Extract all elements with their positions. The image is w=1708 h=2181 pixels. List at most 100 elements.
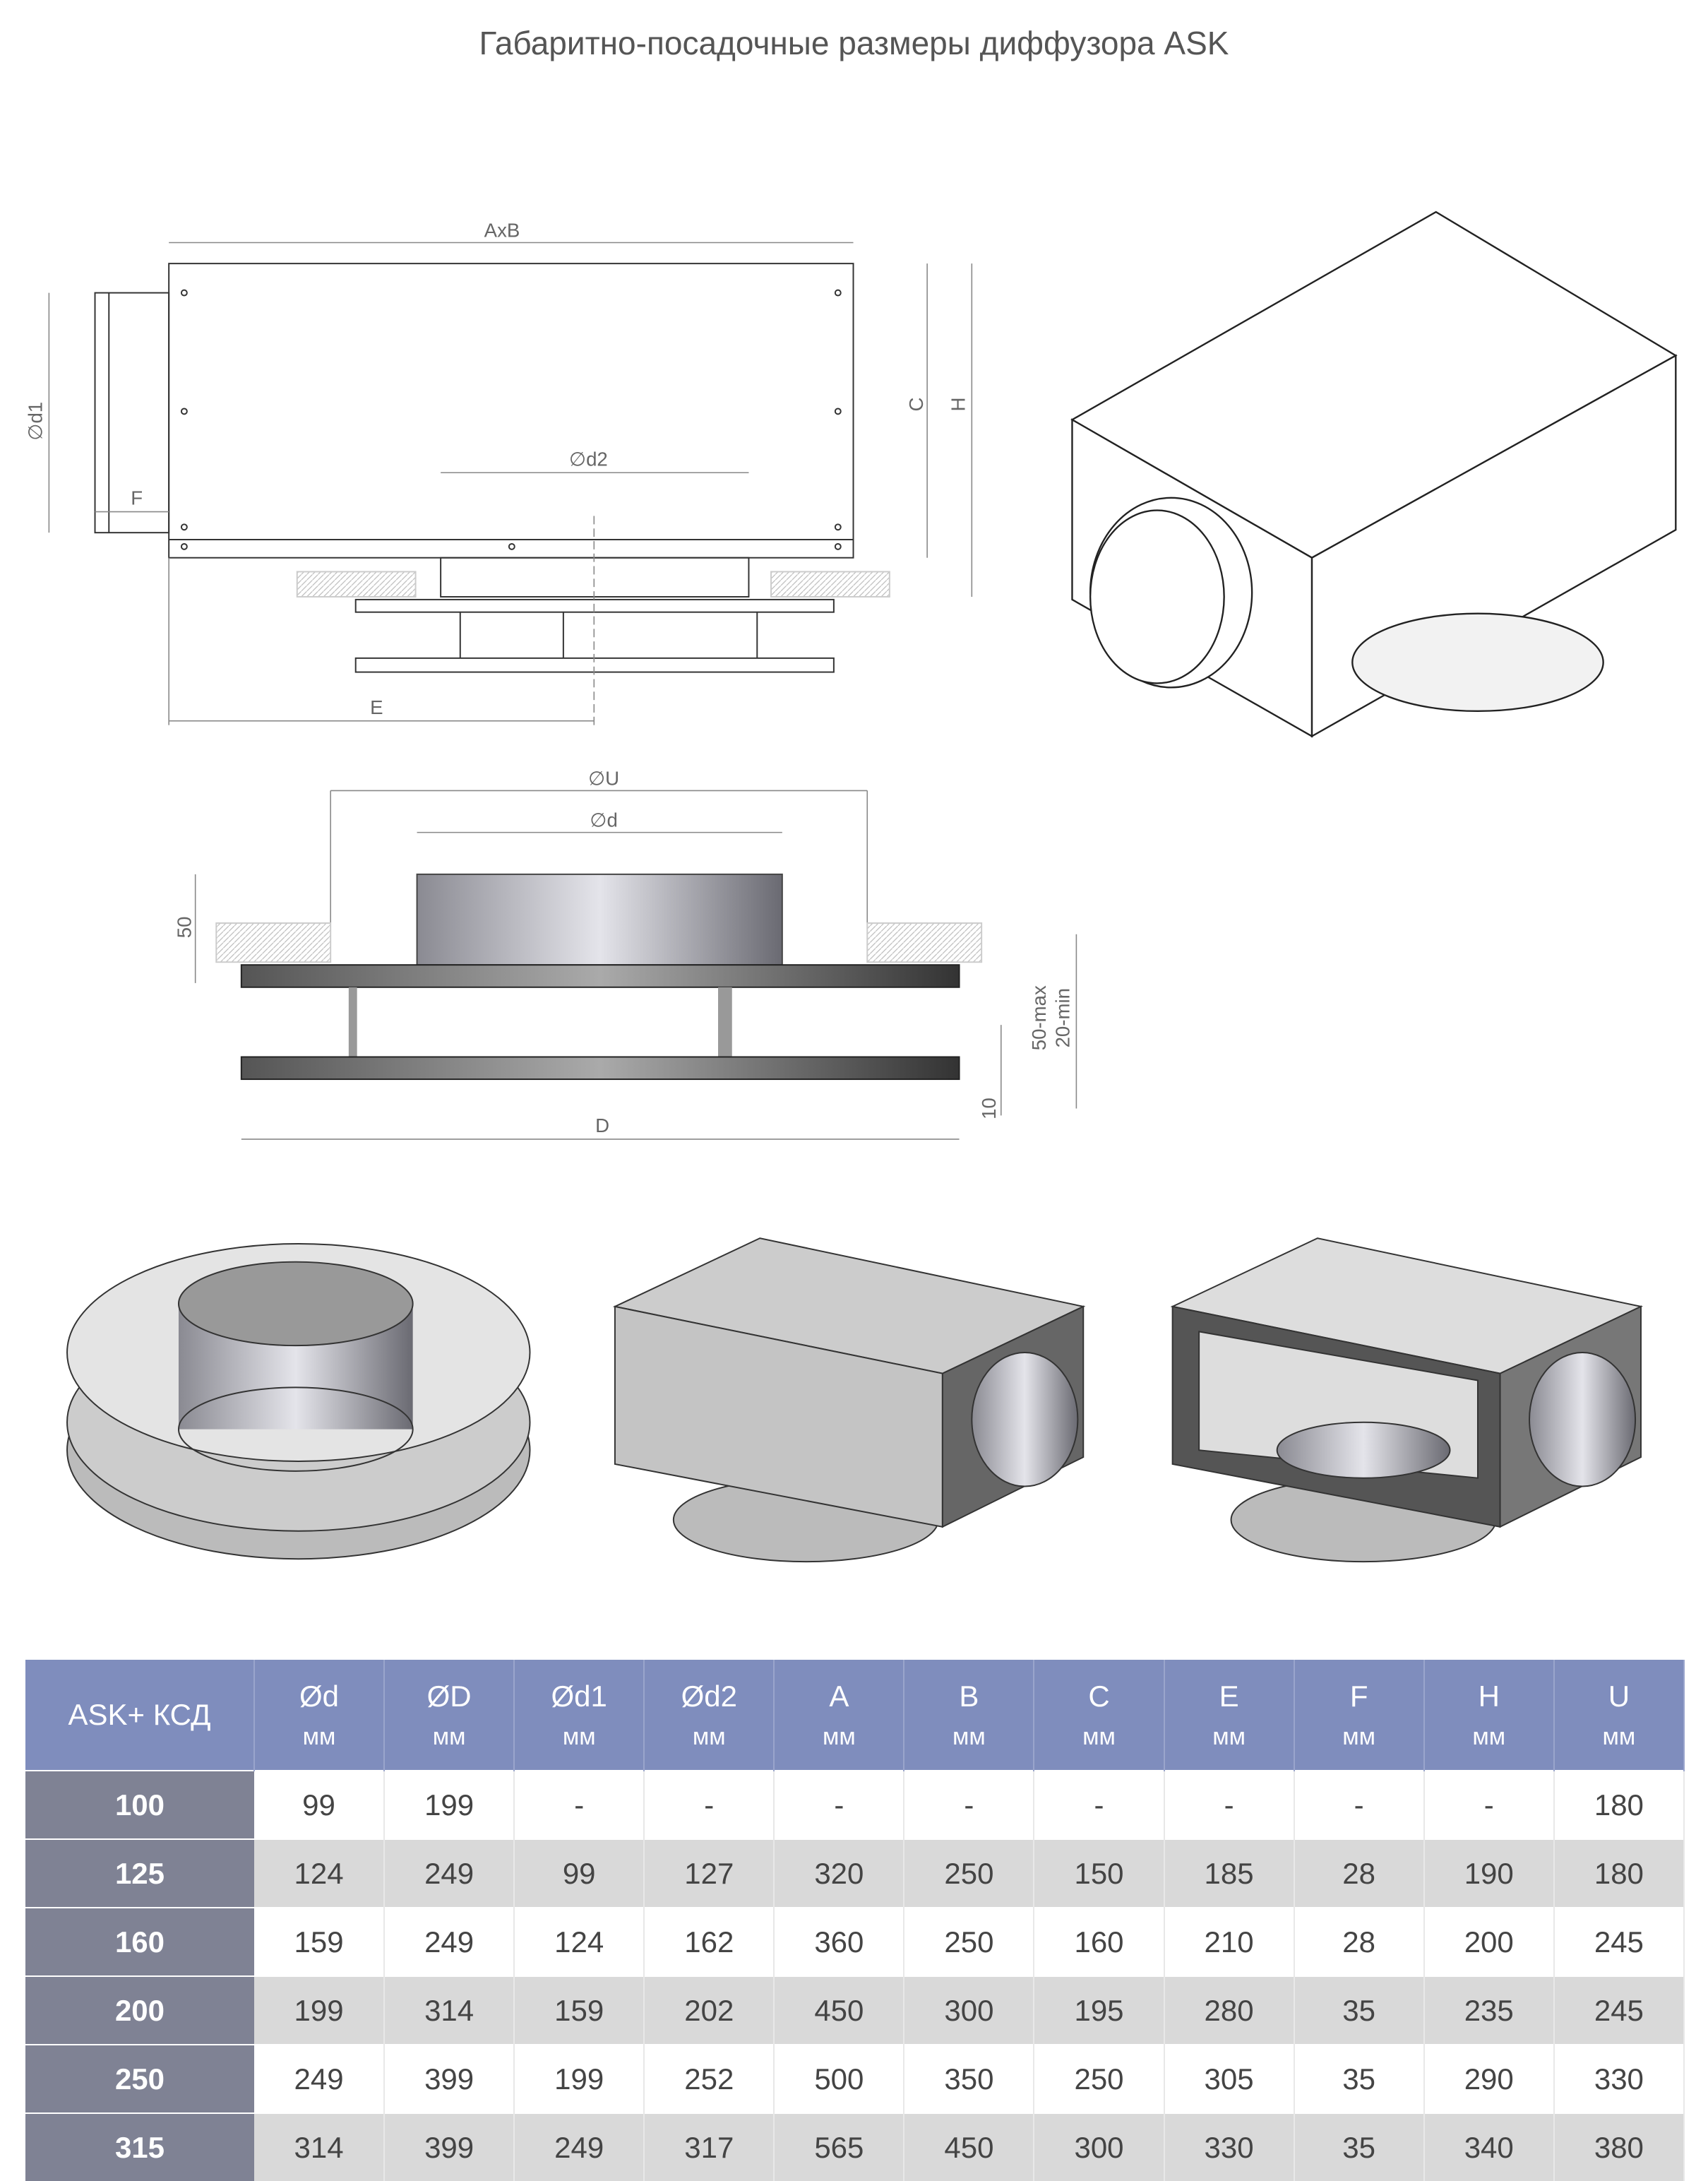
header-unit: мм bbox=[1472, 1723, 1506, 1750]
label-f: F bbox=[131, 487, 143, 509]
table-cell: 250 bbox=[904, 1907, 1035, 1976]
table-cell: 340 bbox=[1423, 2112, 1555, 2181]
table-cell: 185 bbox=[1164, 1838, 1295, 1908]
box-3d-render bbox=[1070, 210, 1678, 738]
table-cell: 330 bbox=[1553, 2044, 1685, 2113]
header-label: Ød1 bbox=[551, 1679, 607, 1713]
table-cell: 290 bbox=[1423, 2044, 1555, 2113]
label-50: 50 bbox=[174, 917, 196, 939]
label-dd: D bbox=[595, 1115, 609, 1136]
label-d2: ∅d2 bbox=[569, 448, 608, 470]
header-col: Ød мм bbox=[254, 1660, 386, 1771]
table-cell: 199 bbox=[254, 1975, 386, 2045]
table-cell: 99 bbox=[254, 1770, 386, 1839]
label-50-max: 50-max bbox=[1028, 985, 1050, 1050]
box-open-3d-render bbox=[1170, 1237, 1644, 1563]
table-cell: 450 bbox=[774, 1975, 905, 2045]
table-cell: 249 bbox=[254, 2044, 386, 2113]
table-cell: 245 bbox=[1553, 1975, 1685, 2045]
table-cell: 350 bbox=[904, 2044, 1035, 2113]
table-cell: 320 bbox=[774, 1838, 905, 1908]
label-u: ∅U bbox=[588, 768, 619, 790]
header-label: U bbox=[1608, 1679, 1630, 1713]
row-size: 250 bbox=[25, 2044, 254, 2113]
table-cell: 35 bbox=[1294, 1975, 1425, 2045]
table-cell: 150 bbox=[1034, 1838, 1165, 1908]
row-size: 160 bbox=[25, 1907, 254, 1976]
table-cell: 199 bbox=[384, 1770, 515, 1839]
table-cell: 162 bbox=[644, 1907, 775, 1976]
table-cell: 380 bbox=[1553, 2112, 1685, 2181]
header-label: C bbox=[1088, 1679, 1110, 1713]
table-cell: 35 bbox=[1294, 2044, 1425, 2113]
table-cell: 280 bbox=[1164, 1975, 1295, 2045]
table-cell: 202 bbox=[644, 1975, 775, 2045]
header-label: E bbox=[1219, 1679, 1239, 1713]
header-label: Ød bbox=[299, 1679, 340, 1713]
table-cell: 250 bbox=[904, 1838, 1035, 1908]
table-cell: - bbox=[1423, 1770, 1555, 1839]
header-unit: мм bbox=[1342, 1723, 1376, 1750]
header-unit: мм bbox=[692, 1723, 726, 1750]
header-unit: мм bbox=[562, 1723, 596, 1750]
header-model: ASK+ КСД bbox=[25, 1660, 255, 1771]
header-unit: мм bbox=[302, 1723, 336, 1750]
table-cell: 199 bbox=[514, 2044, 645, 2113]
table-cell: 124 bbox=[254, 1838, 386, 1908]
header-label: B bbox=[959, 1679, 979, 1713]
row-size: 125 bbox=[25, 1838, 254, 1908]
table-cell: 305 bbox=[1164, 2044, 1295, 2113]
table-cell: 249 bbox=[514, 2112, 645, 2181]
table-cell: 99 bbox=[514, 1838, 645, 1908]
header-unit: мм bbox=[1602, 1723, 1636, 1750]
table-cell: - bbox=[644, 1770, 775, 1839]
header-label: H bbox=[1478, 1679, 1500, 1713]
header-unit: мм bbox=[1212, 1723, 1246, 1750]
table-cell: - bbox=[514, 1770, 645, 1839]
table-cell: 250 bbox=[1034, 2044, 1165, 2113]
table-cell: 28 bbox=[1294, 1907, 1425, 1976]
table-cell: - bbox=[1164, 1770, 1295, 1839]
row-size: 200 bbox=[25, 1975, 254, 2045]
label-10: 10 bbox=[978, 1098, 1000, 1119]
table-cell: 195 bbox=[1034, 1975, 1165, 2045]
table-cell: 314 bbox=[254, 2112, 386, 2181]
label-h: H bbox=[947, 398, 969, 412]
table-cell: 360 bbox=[774, 1907, 905, 1976]
header-label: F bbox=[1349, 1679, 1368, 1713]
page-title: Габаритно-посадочные размеры диффузора A… bbox=[479, 25, 1229, 61]
table-cell: 300 bbox=[1034, 2112, 1165, 2181]
row-size: 100 bbox=[25, 1770, 254, 1839]
table-cell: 200 bbox=[1423, 1907, 1555, 1976]
header-label: Ød2 bbox=[681, 1679, 737, 1713]
side-view-drawing bbox=[94, 263, 890, 673]
table-cell: 28 bbox=[1294, 1838, 1425, 1908]
table-cell: 450 bbox=[904, 2112, 1035, 2181]
table-cell: 235 bbox=[1423, 1975, 1555, 2045]
table-cell: 180 bbox=[1553, 1838, 1685, 1908]
dimension-lines bbox=[48, 242, 1077, 1140]
table-cell: 124 bbox=[514, 1907, 645, 1976]
table-cell: 159 bbox=[254, 1907, 386, 1976]
table-cell: - bbox=[904, 1770, 1035, 1839]
header-col: Ød2 мм bbox=[644, 1660, 775, 1771]
diffuser-3d-render bbox=[66, 1243, 531, 1560]
table-cell: 565 bbox=[774, 2112, 905, 2181]
table-cell: 330 bbox=[1164, 2112, 1295, 2181]
table-cell: 399 bbox=[384, 2044, 515, 2113]
technical-drawing: AxB ∅d1 F ∅d2 C H E ∅U ∅d 50 50-max 20-m… bbox=[24, 210, 1678, 1563]
table-cell: - bbox=[774, 1770, 905, 1839]
